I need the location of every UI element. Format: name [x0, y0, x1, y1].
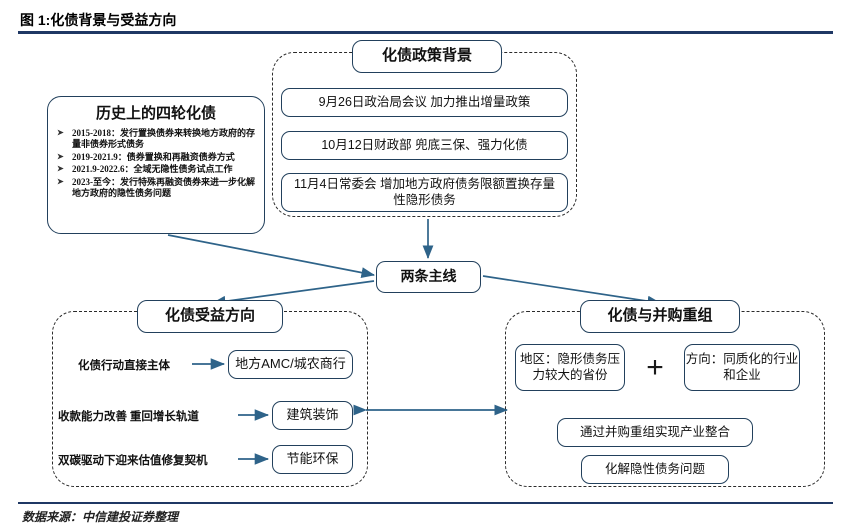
beneficiary-direction-title: 化债受益方向 [137, 300, 283, 333]
page-title: 图 1:化债背景与受益方向 [20, 12, 177, 28]
two-main-lines-node: 两条主线 [376, 261, 481, 293]
list-item: 2015-2018：发行置换债券来转换地方政府的存量非债券形式债务 [56, 128, 256, 151]
ma-restructuring-title: 化债与并购重组 [580, 300, 740, 333]
source-note: 数据来源：中信建投证券整理 [22, 510, 179, 524]
beneficiary-target-2: 建筑装饰 [272, 401, 353, 430]
history-list: 2015-2018：发行置换债券来转换地方政府的存量非债券形式债务 2019-2… [56, 128, 256, 200]
ma-outcome-1: 通过并购重组实现产业整合 [557, 418, 753, 447]
list-item: 2021.9-2022.6：全域无隐性债务试点工作 [56, 164, 256, 176]
connector-main-to-right [482, 275, 662, 307]
policy-item-2: 10月12日财政部 兜底三保、强力化债 [281, 131, 568, 160]
history-card-title: 历史上的四轮化债 [95, 106, 216, 122]
beneficiary-target-1: 地方AMC/城农商行 [228, 350, 353, 379]
header-divider [18, 31, 833, 34]
policy-item-1: 9月26日政治局会议 加力推出增量政策 [281, 88, 568, 117]
list-item: 2023-至今：发行特殊再融资债券来进一步化解地方政府的隐性债务问题 [56, 177, 256, 200]
connector-history-to-main [167, 234, 376, 278]
policy-background-title: 化债政策背景 [352, 40, 502, 73]
list-item: 2019-2021.9：债券置换和再融资债券方式 [56, 152, 256, 164]
beneficiary-reason-2: 收款能力改善 重回增长轨道 [58, 411, 199, 423]
beneficiary-reason-1: 化债行动直接主体 [78, 360, 170, 372]
beneficiary-reason-3: 双碳驱动下迎来估值修复契机 [58, 455, 208, 467]
beneficiary-target-3: 节能环保 [272, 445, 353, 474]
ma-criteria-direction: 方向：同质化的行业和企业 [684, 344, 800, 391]
ma-criteria-region: 地区：隐形债务压力较大的省份 [515, 344, 625, 391]
footer-divider [18, 502, 833, 504]
history-rounds-card: 历史上的四轮化债 2015-2018：发行置换债券来转换地方政府的存量非债券形式… [47, 96, 265, 234]
ma-outcome-2: 化解隐性债务问题 [581, 455, 729, 484]
plus-icon: + [646, 351, 664, 384]
policy-item-3: 11月4日常委会 增加地方政府债务限额置换存量性隐形债务 [281, 173, 568, 212]
